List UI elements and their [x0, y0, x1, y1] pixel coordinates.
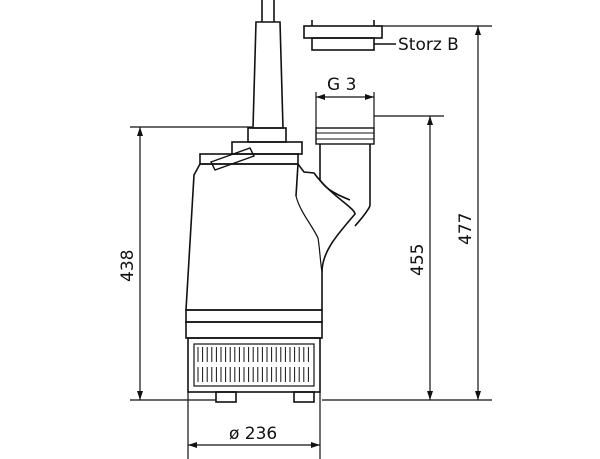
thread-label: G 3 — [327, 75, 356, 95]
power-cable — [252, 0, 284, 129]
pump — [185, 0, 375, 403]
dimension-thread — [315, 92, 375, 128]
housing-top-rim — [199, 153, 299, 165]
storz-coupling — [303, 20, 396, 51]
body-height-label: 438 — [118, 250, 138, 282]
dimension-total-height — [322, 25, 492, 401]
pump-feet — [215, 391, 315, 403]
dimension-outlet-height — [374, 115, 444, 400]
intake-strainer — [187, 337, 321, 393]
storz-b-label: Storz B — [398, 35, 459, 55]
body-band-upper — [185, 309, 323, 323]
body-band-lower — [185, 321, 323, 339]
dimension-body-height — [130, 126, 252, 401]
discharge-outlet — [315, 127, 375, 227]
motor-housing — [185, 163, 356, 311]
outlet-height-label: 455 — [408, 244, 428, 276]
dimension-diameter — [187, 392, 321, 459]
total-height-label: 477 — [456, 213, 476, 245]
carry-handle — [210, 147, 255, 171]
diameter-label: ø 236 — [229, 424, 277, 444]
